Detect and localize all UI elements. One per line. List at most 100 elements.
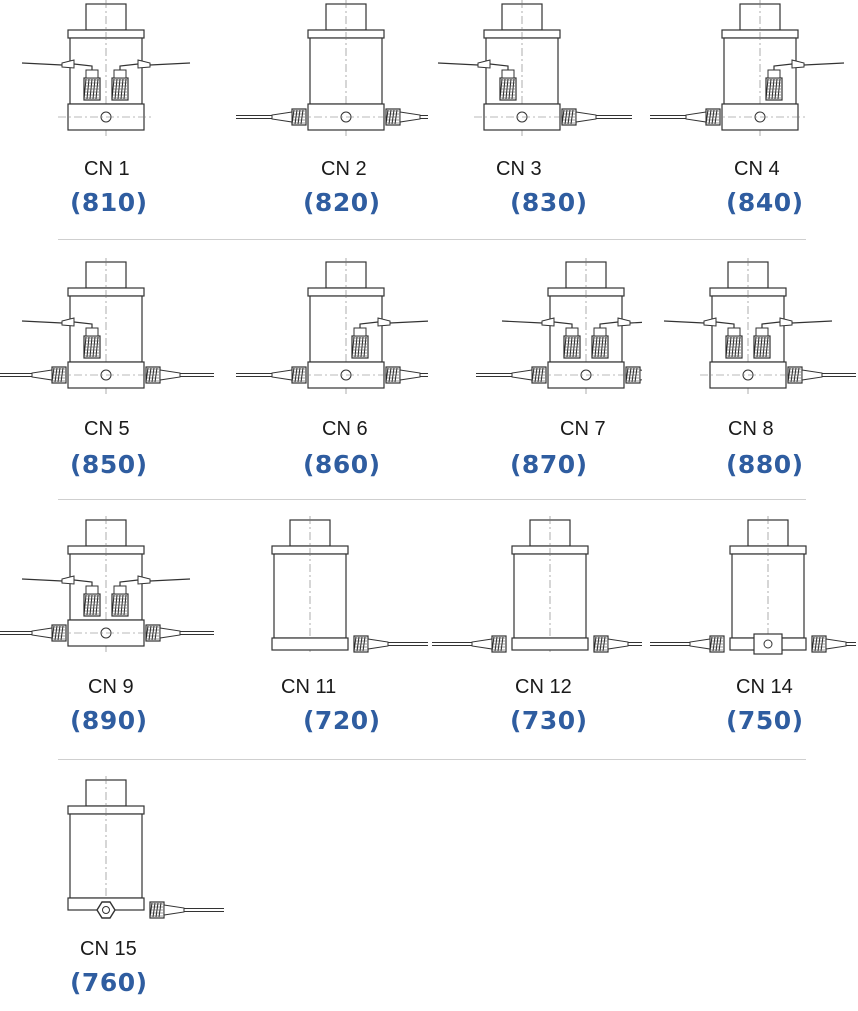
- connector-name: CN 1: [84, 158, 130, 180]
- load-button: [85, 519, 127, 547]
- connector-cn14: CN 14 (750): [642, 516, 856, 751]
- cable-strain-relief: [607, 638, 629, 650]
- connector-code: (850): [70, 450, 148, 479]
- knurled-nut: [753, 335, 771, 359]
- connector-name: CN 2: [321, 158, 367, 180]
- knurled-nut: [83, 77, 101, 101]
- knurled-nut: [111, 77, 129, 101]
- cable-strain-relief: [639, 369, 642, 381]
- connector-cn1: CN 1 (810): [0, 0, 214, 235]
- knurled-nut: [83, 335, 101, 359]
- connector-code: (720): [303, 706, 381, 735]
- cn5-drawing: [0, 258, 214, 396]
- knurled-nut: [787, 366, 803, 384]
- fitting-cone: [61, 575, 75, 585]
- fitting-elbow: [489, 63, 509, 70]
- fitting-elbow: [715, 321, 735, 328]
- connector-code: (750): [726, 706, 804, 735]
- fitting-elbow: [119, 63, 139, 70]
- knurled-nut: [351, 335, 369, 359]
- connector-code: (830): [510, 188, 588, 217]
- connector-code: (820): [303, 188, 381, 217]
- connector-cn4: CN 4 (840): [642, 0, 856, 235]
- cn12-drawing: [432, 516, 642, 654]
- cable-strain-relief: [575, 111, 597, 123]
- cn4-drawing: [650, 0, 845, 138]
- cn2-drawing: [236, 0, 428, 138]
- connector-name: CN 5: [84, 418, 130, 440]
- knurled-nut: [83, 593, 101, 617]
- fitting-pipe: [791, 320, 833, 324]
- connector-name: CN 8: [728, 418, 774, 440]
- connector-code: (860): [303, 450, 381, 479]
- knurled-nut: [593, 635, 609, 653]
- fitting-collar: [85, 327, 99, 337]
- knurled-nut: [385, 366, 401, 384]
- row-divider: [58, 759, 806, 760]
- cn8-drawing: [663, 258, 856, 396]
- connector-cn12: CN 12 (730): [428, 516, 642, 751]
- fitting-collar: [113, 585, 127, 595]
- knurled-nut: [561, 108, 577, 126]
- fitting-cone: [61, 317, 75, 327]
- fitting-pipe: [21, 320, 63, 324]
- connector-name: CN 14: [736, 676, 793, 698]
- port-hole: [102, 906, 110, 914]
- connector-name: CN 15: [80, 938, 137, 960]
- cable-strain-relief: [689, 638, 711, 650]
- connector-code: (840): [726, 188, 804, 217]
- fitting-cone: [61, 59, 75, 69]
- knurled-nut: [563, 335, 581, 359]
- knurled-nut: [291, 366, 307, 384]
- cable-strain-relief: [825, 638, 847, 650]
- knurled-nut: [353, 635, 369, 653]
- connector-cn9: CN 9 (890): [0, 516, 214, 751]
- port-hole: [763, 639, 773, 649]
- fitting-collar: [353, 327, 367, 337]
- base-ring: [511, 637, 589, 651]
- knurled-nut: [385, 108, 401, 126]
- knurled-nut: [625, 366, 641, 384]
- knurled-nut: [51, 624, 67, 642]
- knurled-nut: [705, 108, 721, 126]
- fitting-elbow: [761, 321, 781, 328]
- fitting-pipe: [437, 62, 479, 66]
- fitting-elbow: [359, 321, 379, 328]
- fitting-cone: [137, 575, 151, 585]
- connector-cn7: CN 7 (870): [428, 258, 642, 493]
- cn6-drawing: [236, 258, 428, 396]
- fitting-pipe: [21, 62, 63, 66]
- fitting-collar: [767, 69, 781, 79]
- connector-name: CN 6: [322, 418, 368, 440]
- cn1-drawing: [21, 0, 191, 138]
- fitting-cone: [377, 317, 391, 327]
- fitting-cone: [703, 317, 717, 327]
- fitting-cone: [541, 317, 555, 327]
- connector-cn15: CN 15 (760): [0, 776, 224, 1011]
- knurled-nut: [811, 635, 827, 653]
- connector-name: CN 7: [560, 418, 606, 440]
- cn7-drawing: [476, 258, 642, 396]
- connector-code: (730): [510, 706, 588, 735]
- knurled-nut: [145, 624, 161, 642]
- cn11-drawing: [271, 516, 428, 654]
- knurled-nut: [499, 77, 517, 101]
- fitting-cone: [791, 59, 805, 69]
- cable-strain-relief: [801, 369, 823, 381]
- cable-strain-relief: [367, 638, 389, 650]
- fitting-elbow: [553, 321, 573, 328]
- connector-name: CN 12: [515, 676, 572, 698]
- fitting-collar: [727, 327, 741, 337]
- fitting-cone: [779, 317, 793, 327]
- cable-strain-relief: [159, 369, 181, 381]
- fitting-pipe: [149, 62, 191, 66]
- connector-code: (880): [726, 450, 804, 479]
- connector-cn6: CN 6 (860): [214, 258, 428, 493]
- knurled-nut: [291, 108, 307, 126]
- connector-code: (810): [70, 188, 148, 217]
- knurled-nut: [51, 366, 67, 384]
- cable-strain-relief: [399, 369, 421, 381]
- knurled-nut: [765, 77, 783, 101]
- cable-strain-relief: [271, 111, 293, 123]
- fitting-elbow: [73, 579, 93, 586]
